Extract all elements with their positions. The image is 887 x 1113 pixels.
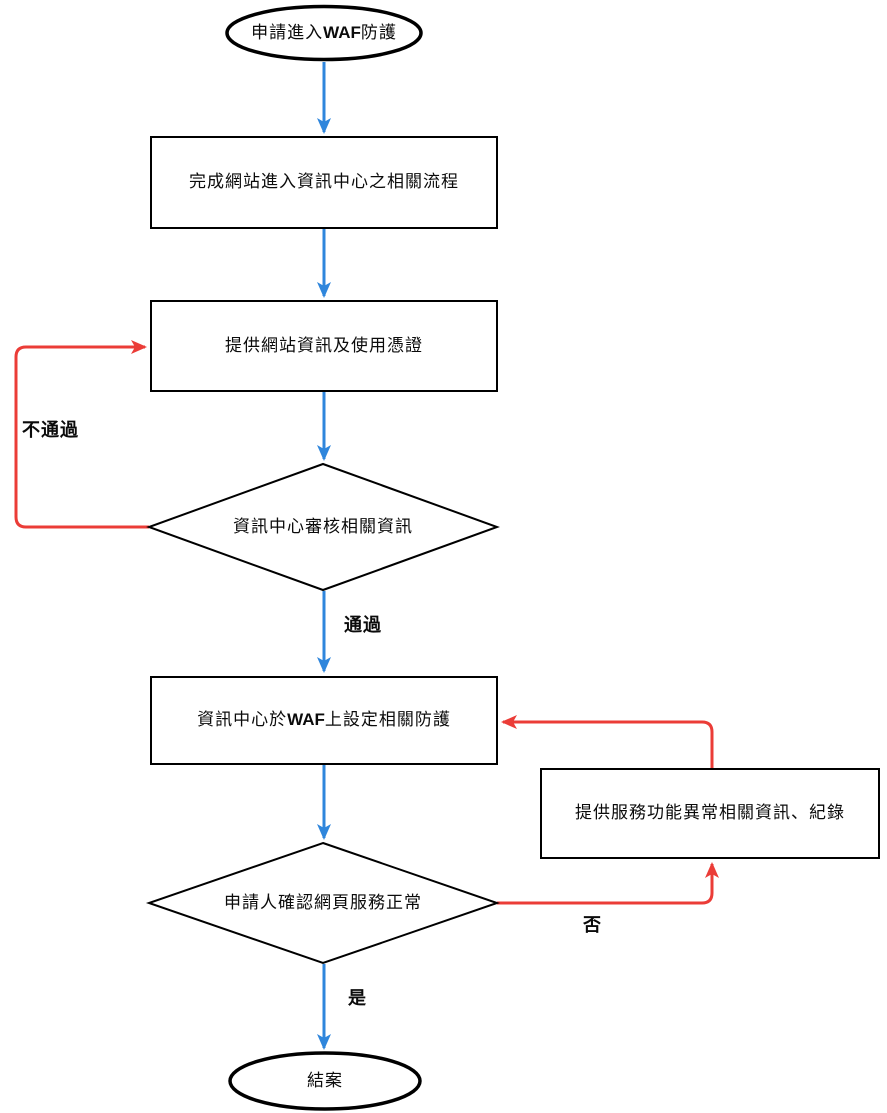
process-step3-shape	[150, 676, 498, 765]
terminator-end-shape	[228, 1051, 422, 1111]
terminator-start-shape	[225, 4, 423, 62]
edge-step4-to-step3	[501, 715, 714, 768]
edge-decision2-no-to-step4	[497, 862, 719, 905]
process-step4-shape	[540, 768, 880, 859]
decision1-shape	[146, 462, 500, 592]
edge-decision1-reject-to-step2	[14, 340, 149, 529]
decision2-shape	[145, 841, 501, 965]
process-step2-shape	[150, 300, 498, 392]
process-step1-shape	[150, 136, 498, 229]
